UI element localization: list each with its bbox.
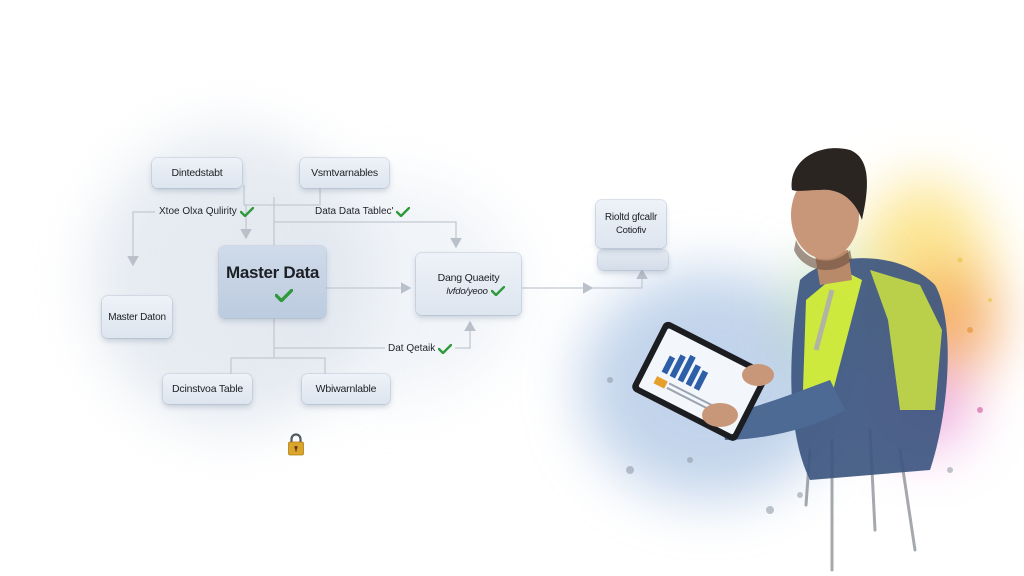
node-sublabel: Cotiofiv	[615, 225, 647, 236]
node-top-left[interactable]: Dintedstabt	[152, 158, 242, 188]
node-sublabel: lvfdo/yeoo	[446, 285, 488, 297]
edge-label-tables: Data Data Tablec'	[315, 206, 411, 217]
node-label: Vsmtvarnables	[311, 167, 378, 179]
edge-label-text: Xtoe Olxa Qulirity	[159, 206, 237, 217]
edge-label-quality: Xtoe Olxa Qulirity	[159, 206, 254, 217]
node-label: Dcinstvoa Table	[172, 383, 243, 395]
node-bottom-left[interactable]: Dcinstvoa Table	[163, 374, 252, 404]
node-label: Master Daton	[108, 311, 166, 323]
edge-label-text: Dat Qetaik	[388, 343, 436, 354]
edge-label-detail: Dat Qetaik	[388, 343, 453, 354]
node-bottom-right[interactable]: Wbiwarnlable	[302, 374, 390, 404]
node-top-right[interactable]: Vsmtvarnables	[300, 158, 389, 188]
edge-label-text: Data Data Tablec'	[315, 206, 394, 217]
check-icon	[438, 343, 453, 354]
worker-with-tablet-illustration	[607, 148, 992, 572]
node-master-daton[interactable]: Master Daton	[102, 296, 172, 338]
node-label: Dintedstabt	[171, 167, 223, 179]
node-right-stack[interactable]: Rioltd gfcallr Cotiofiv	[596, 200, 666, 248]
check-icon	[396, 206, 411, 217]
check-icon	[274, 288, 293, 302]
node-label: Dang Quaeity	[437, 271, 500, 284]
node-label: Wbiwarnlable	[315, 383, 377, 395]
node-data-quality[interactable]: Dang Quaeity lvfdo/yeoo	[416, 253, 521, 315]
check-icon	[490, 286, 505, 296]
padlock-icon	[288, 433, 304, 456]
node-title: Master Data	[225, 262, 320, 282]
check-icon	[239, 206, 254, 217]
node-master-data[interactable]: Master Data	[219, 246, 326, 318]
node-label: Rioltd gfcallr	[604, 212, 658, 223]
node-right-stack-back	[598, 250, 668, 270]
paint-splatter	[607, 257, 992, 514]
